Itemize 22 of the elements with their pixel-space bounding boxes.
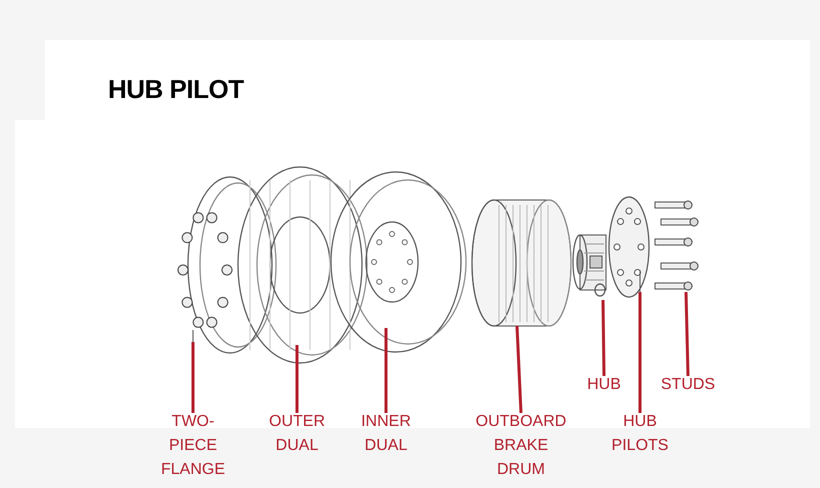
part-label: OUTER DUAL	[262, 410, 332, 458]
part-label: HUB PILOTS	[605, 410, 675, 458]
part-label: INNER DUAL	[351, 410, 421, 458]
wheel-drawing	[237, 166, 368, 364]
leader-line	[296, 345, 298, 413]
leader-line	[192, 342, 194, 413]
hub-pilot-drawing	[608, 196, 650, 298]
leader-line	[638, 292, 642, 413]
flange-drawing	[178, 176, 277, 354]
stud-drawing	[654, 200, 698, 290]
part-label: OUTBOARD BRAKE DRUM	[469, 410, 573, 482]
leader-line	[602, 300, 606, 376]
leader-line	[384, 328, 388, 413]
leader-line	[516, 326, 522, 414]
part-label: TWO- PIECE FLANGE	[155, 410, 231, 482]
hub-drawing	[572, 234, 606, 297]
brake-drum-drawing	[471, 199, 572, 327]
leader-line	[684, 292, 690, 376]
wheel-drawing	[330, 171, 467, 353]
part-label: STUDS	[656, 373, 720, 397]
title: HUB PILOT	[108, 74, 244, 105]
part-label: HUB	[579, 373, 629, 397]
